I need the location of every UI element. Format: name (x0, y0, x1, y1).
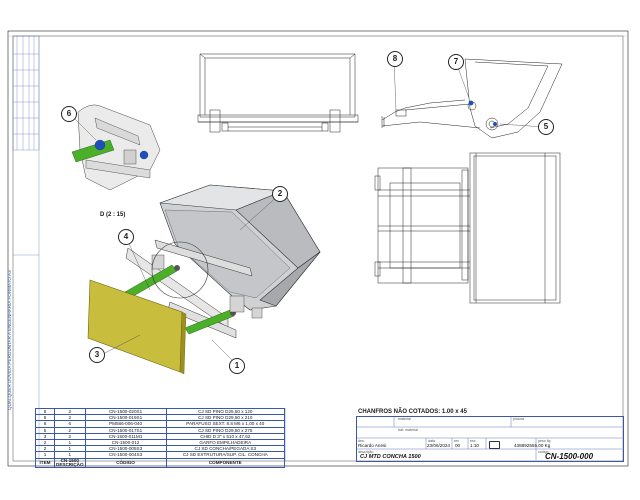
sheet-border (7, 30, 629, 467)
mass-value: 438892555.00 Kg (514, 443, 551, 448)
detail-label: D (2 : 15) (100, 212, 126, 218)
projection-symbol (489, 441, 500, 449)
drawn-by: Ricardo Anesi (358, 443, 387, 448)
format-label: QUALQUER DÚVIDA PERGUNTAR A ENGENHARIA F… (7, 270, 12, 410)
pintura-label: pintura (513, 417, 524, 421)
chamfer-note: CHANFROS NÃO COTADOS: 1.00 x 45 (358, 409, 467, 415)
date-value: 23/06/2024 (427, 443, 450, 448)
side-view (381, 58, 563, 139)
rev-label: rev (454, 439, 459, 443)
detail-circle (151, 241, 209, 299)
isometric-view (87, 184, 321, 375)
drawing-code: CN-1500-000 (545, 452, 594, 461)
front-view (197, 53, 359, 133)
finish-label: trat. material (398, 428, 418, 432)
balloon-3[interactable]: 3 (89, 347, 105, 363)
title-block (356, 416, 624, 462)
material-label: material (398, 417, 411, 421)
balloon-7[interactable]: 7 (448, 54, 464, 70)
scale-value: 1:10 (470, 443, 479, 448)
balloon-8[interactable]: 8 (387, 51, 403, 67)
balloon-1[interactable]: 1 (229, 358, 245, 374)
balloon-2[interactable]: 2 (272, 186, 288, 202)
revision-column (12, 35, 40, 151)
detail-d-view (71, 104, 161, 191)
rev-value: 00 (455, 443, 461, 448)
scale-label: esc (470, 439, 476, 443)
description: CJ MTD CONCHA 1500 (360, 454, 421, 460)
code-label: código (538, 450, 549, 454)
balloon-5[interactable]: 5 (538, 119, 554, 135)
desc-label: descrição (358, 450, 374, 454)
drawn-label: des. (358, 439, 365, 443)
title-block-grid (356, 416, 622, 460)
date-label: data (428, 439, 435, 443)
top-view (374, 152, 561, 304)
mass-label: peso liq. (538, 439, 552, 443)
balloon-6[interactable]: 6 (61, 106, 77, 122)
side-view-pins (468, 100, 497, 126)
balloon-4[interactable]: 4 (118, 229, 134, 245)
